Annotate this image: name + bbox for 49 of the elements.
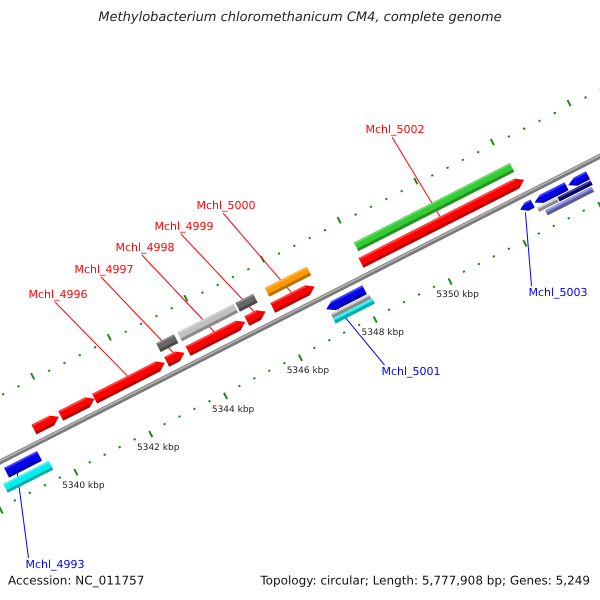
gene-bar xyxy=(58,397,95,421)
gene-bar xyxy=(178,304,238,342)
gene-bar xyxy=(4,451,42,478)
gene-bar xyxy=(354,163,514,252)
gene-bar xyxy=(164,352,184,367)
gene-label: Mchl_5003 xyxy=(528,286,588,300)
gene-bar xyxy=(519,200,535,211)
gene-label: Mchl_4999 xyxy=(154,220,214,234)
gene-bar xyxy=(3,460,54,493)
gene-bar xyxy=(270,285,315,313)
leader-line xyxy=(392,136,440,217)
leader-line xyxy=(524,212,532,286)
scale-label: 5344 kbp xyxy=(212,406,254,416)
gene-bar xyxy=(235,294,258,312)
leader-line xyxy=(142,254,215,332)
gene-label: Mchl_5001 xyxy=(381,366,441,378)
gene-bar xyxy=(537,198,559,212)
gene-bar xyxy=(533,182,569,203)
leader-line xyxy=(338,308,385,366)
scale-label: 5348 kbp xyxy=(362,329,404,340)
gene-bar xyxy=(244,310,266,326)
gene-bar xyxy=(567,171,590,186)
gene-bar xyxy=(156,334,178,352)
accession-text: Accession: NC_011757 xyxy=(8,574,144,588)
gene-label: Mchl_5000 xyxy=(196,200,256,212)
diagram-title: Methylobacterium chloromethanicum CM4, complete genome xyxy=(98,10,502,26)
leader-line xyxy=(222,212,292,293)
leader-line xyxy=(54,302,128,376)
gene-label: Mchl_4998 xyxy=(115,242,175,254)
gene-bar xyxy=(92,362,165,404)
gene-bar xyxy=(358,178,524,268)
leader-line xyxy=(180,234,254,312)
gene-bar xyxy=(186,320,246,356)
gene-bar xyxy=(264,266,312,297)
scale-label: 5340 kbp xyxy=(62,482,105,492)
gene-bar xyxy=(324,285,367,310)
gene-label: Mchl_4997 xyxy=(74,264,134,276)
gene-bar xyxy=(330,294,372,318)
gene-bar xyxy=(32,416,59,434)
leader-line xyxy=(100,276,174,353)
scale-label: 5350 kbp xyxy=(436,291,479,302)
scale-label: 5342 kbp xyxy=(137,444,180,454)
gene-label: Mchl_5002 xyxy=(365,124,425,136)
scale-label: 5346 kbp xyxy=(286,368,330,378)
gene-label: Mchl_4993 xyxy=(25,558,85,572)
gene-label: Mchl_4996 xyxy=(28,288,88,302)
leader-line xyxy=(16,472,29,558)
genome-info-text: Topology: circular; Length: 5,777,908 bp; Genes: 5,249 xyxy=(260,574,590,588)
gene-bar xyxy=(333,298,375,324)
